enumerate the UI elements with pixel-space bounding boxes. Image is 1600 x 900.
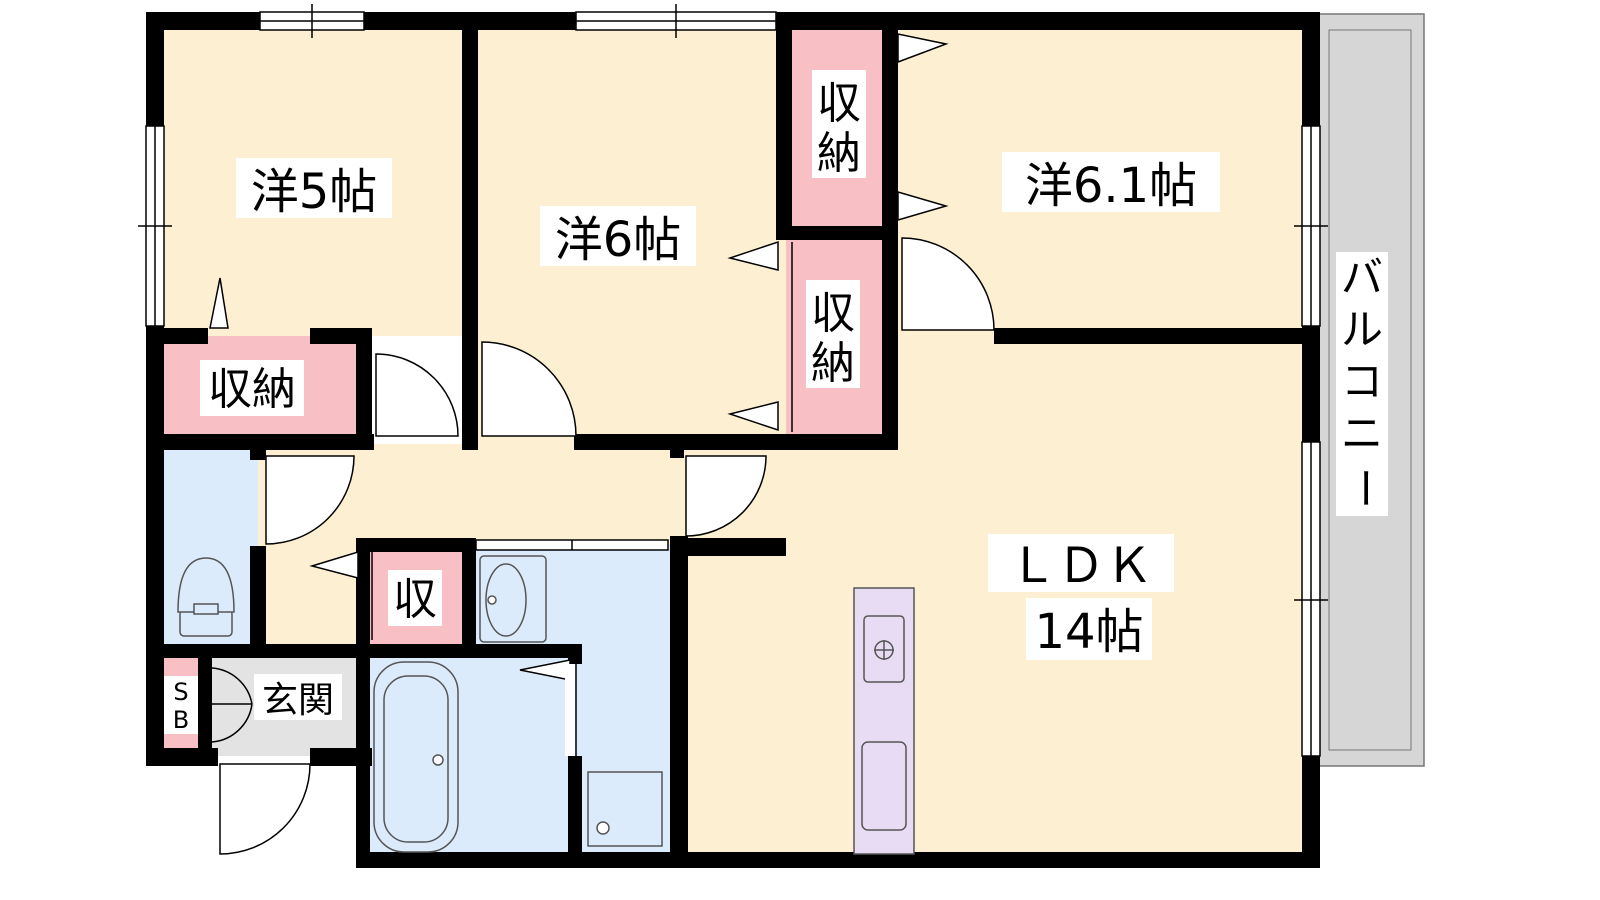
door-western-61 xyxy=(901,237,995,331)
door-closet-mid-a xyxy=(727,240,779,271)
door-western-5 xyxy=(375,353,459,437)
wall-top-a xyxy=(146,12,260,30)
wall-ldk-left-a xyxy=(670,450,684,458)
wall-left-b xyxy=(146,326,164,766)
walls xyxy=(146,12,1320,868)
wall-hall-top-b xyxy=(574,434,898,450)
wall-closet-hall-left xyxy=(356,538,370,868)
toilet-fixture xyxy=(177,557,235,637)
storage-label-top-2: 納 xyxy=(817,128,861,179)
wall-toilet-right-b xyxy=(250,546,266,658)
balcony-label-2: ル xyxy=(1341,305,1383,354)
kitchen-counter xyxy=(853,587,915,855)
wall-shoebox-right xyxy=(198,658,212,758)
room-label-ldk: ＬＤＫ xyxy=(1009,538,1153,594)
bathtub xyxy=(373,661,459,853)
storage-label-shoebox-2: B xyxy=(173,706,189,734)
door-western-6 xyxy=(481,341,577,437)
storage-label-west5: 収納 xyxy=(208,364,296,415)
balcony-label-3: コ xyxy=(1341,357,1383,406)
storage-label-mid-1: 収 xyxy=(811,288,855,339)
wall-bath-right-b xyxy=(568,756,582,868)
wall-right-a xyxy=(1302,12,1320,126)
wall-closet-mid xyxy=(776,226,898,240)
room-label-entrance: 玄関 xyxy=(262,680,334,721)
wall-closet-w5-right xyxy=(356,328,372,450)
wall-hall-top-a xyxy=(146,434,374,450)
wall-ldk-left-b xyxy=(670,536,688,868)
wall-closet-hall-right xyxy=(462,538,476,658)
wall-bath-top xyxy=(356,644,582,658)
room-label-western-61: 洋6.1帖 xyxy=(1025,158,1197,214)
wall-right-c xyxy=(1302,756,1320,868)
sink-icon xyxy=(861,741,907,831)
wall-closet-left xyxy=(776,22,792,240)
wall-w5-w6 xyxy=(462,22,478,450)
door-closet-top-a xyxy=(897,33,949,64)
door-closet-mid-b xyxy=(727,401,779,432)
wall-ldk-stub xyxy=(670,538,786,556)
door-toilet xyxy=(265,455,355,545)
fixtures xyxy=(177,555,915,855)
window-washroom xyxy=(475,539,669,551)
wall-toilet-right-a xyxy=(250,450,266,460)
wall-ldk-top xyxy=(994,328,1312,344)
storage-label-hall: 収 xyxy=(393,574,437,625)
windows xyxy=(138,4,1328,757)
wall-right-b xyxy=(1302,326,1320,442)
wall-left-a xyxy=(146,12,164,126)
wall-bath-right-a xyxy=(568,644,582,664)
wall-closet-hall-top xyxy=(356,538,476,552)
room-label-ldk-size: 14帖 xyxy=(1034,604,1143,660)
wash-basin xyxy=(479,555,547,643)
door-entrance xyxy=(219,763,311,855)
balcony-label-1: バ xyxy=(1341,253,1383,302)
wall-closet-w5-top-a xyxy=(146,328,208,344)
room-label-western-6: 洋6帖 xyxy=(555,212,682,268)
wall-top-c xyxy=(776,12,1320,30)
wall-entrance-floor-edge xyxy=(266,644,358,658)
door-closet-top-b xyxy=(897,191,949,221)
room-label-western-5: 洋5帖 xyxy=(251,164,378,220)
wall-bottom xyxy=(356,852,1320,868)
storage-label-mid-2: 納 xyxy=(811,338,855,389)
balcony-label-4: ニ xyxy=(1341,409,1383,458)
wall-top-b xyxy=(364,12,576,30)
window-right-upper xyxy=(1294,125,1328,327)
storage-label-shoebox-1: S xyxy=(173,678,188,706)
door-hall-closet xyxy=(309,550,359,579)
labels: 洋5帖 洋6帖 洋6.1帖 ＬＤＫ 14帖 玄関 収納 収 納 収 納 収 S … xyxy=(164,70,1389,734)
door-shoebox xyxy=(211,667,253,743)
washing-machine-pan xyxy=(587,771,663,847)
storage-label-top-1: 収 xyxy=(817,78,861,129)
wall-toilet-bottom xyxy=(146,644,266,658)
balcony-label-5: ー xyxy=(1340,467,1389,509)
door-closet-w5 xyxy=(209,277,229,329)
door-ldk xyxy=(685,455,767,537)
doors xyxy=(209,32,995,855)
